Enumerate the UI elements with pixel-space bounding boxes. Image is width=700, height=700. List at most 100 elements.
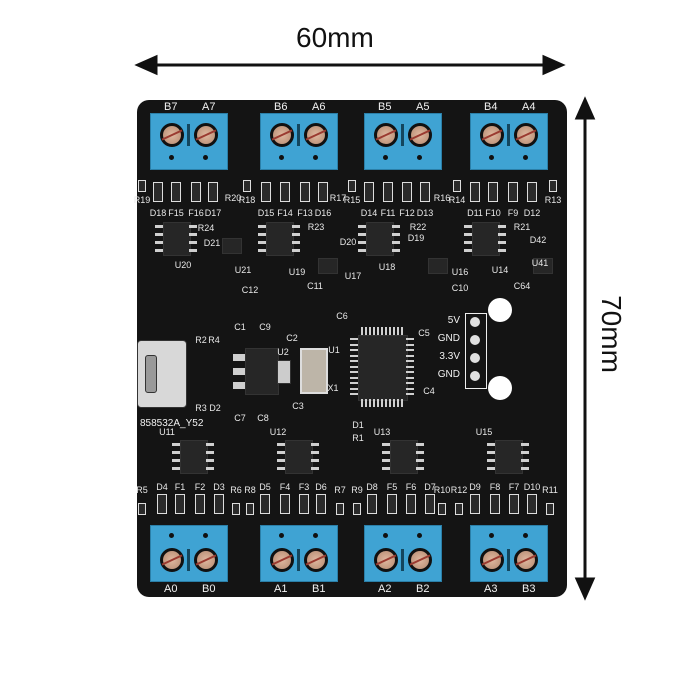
sot-chip: [318, 258, 338, 274]
regulator-tab: [277, 360, 291, 384]
terminal-label: B5: [378, 101, 392, 113]
terminal-hole: [313, 155, 318, 160]
ic-pin: [498, 241, 506, 244]
screw-icon: [270, 123, 294, 147]
terminal-hole: [489, 533, 494, 538]
silkscreen-label: D12: [523, 208, 541, 218]
smd-component: [367, 494, 377, 514]
terminal-label: A6: [312, 101, 326, 113]
mcu-pin: [406, 365, 414, 368]
smd-component: [299, 494, 309, 514]
silkscreen-label: U12: [269, 427, 287, 437]
silkscreen-label: U18: [378, 262, 396, 272]
terminal-divider: [401, 549, 404, 571]
silkscreen-label: R16: [433, 193, 451, 203]
silkscreen-label: F14: [277, 208, 293, 218]
microcontroller-chip: [358, 335, 408, 401]
header-label: GND: [437, 333, 460, 344]
silkscreen-label: D14: [360, 208, 378, 218]
terminal-label: B2: [416, 583, 430, 595]
smd-component: [509, 494, 519, 514]
silkscreen-label: R20: [224, 193, 242, 203]
screw-icon: [480, 123, 504, 147]
ic-pin: [206, 443, 214, 446]
smd-component: [153, 182, 163, 202]
terminal-hole: [383, 533, 388, 538]
ic-pin: [172, 459, 180, 462]
silkscreen-label: D18: [149, 208, 167, 218]
header-pin: [470, 353, 480, 363]
ic-pin: [382, 443, 390, 446]
silkscreen-label: U13: [373, 427, 391, 437]
header-label: 5V: [447, 315, 460, 326]
ic-chip: [163, 222, 191, 256]
ic-pin: [155, 233, 163, 236]
silkscreen-label: F15: [168, 208, 184, 218]
ic-pin: [292, 233, 300, 236]
silkscreen-label: F7: [508, 482, 520, 492]
smd-resistor: [138, 503, 146, 515]
silkscreen-label: F9: [507, 208, 519, 218]
ic-pin: [311, 451, 319, 454]
silkscreen-label: C6: [336, 311, 348, 321]
ic-chip: [390, 440, 418, 474]
silkscreen-label: D6: [315, 482, 327, 492]
silkscreen-label: D10: [523, 482, 541, 492]
terminal-label: B6: [274, 101, 288, 113]
silkscreen-label: R2: [195, 335, 207, 345]
silkscreen-label: F11: [380, 208, 396, 218]
silkscreen-label: D20: [339, 237, 357, 247]
ic-pin: [277, 459, 285, 462]
smd-resistor: [453, 180, 461, 192]
smd-resistor: [549, 180, 557, 192]
ic-pin: [416, 459, 424, 462]
silkscreen-label: U21: [234, 265, 252, 275]
silkscreen-label: R21: [513, 222, 531, 232]
smd-component: [406, 494, 416, 514]
ic-pin: [392, 241, 400, 244]
mounting-hole: [488, 298, 512, 322]
silkscreen-label: D19: [407, 233, 425, 243]
ic-pin: [487, 459, 495, 462]
silkscreen-label: R15: [343, 195, 361, 205]
mcu-pin: [369, 399, 371, 407]
mcu-pin: [365, 399, 367, 407]
mcu-pin: [401, 327, 403, 335]
terminal-divider: [507, 549, 510, 571]
ic-pin: [311, 467, 319, 470]
ic-pin: [172, 467, 180, 470]
silkscreen-label: D16: [314, 208, 332, 218]
smd-component: [280, 182, 290, 202]
terminal-label: B3: [522, 583, 536, 595]
smd-component: [175, 494, 185, 514]
smd-component: [316, 494, 326, 514]
smd-component: [488, 182, 498, 202]
mcu-pin: [406, 338, 414, 340]
mcu-pin: [373, 399, 375, 407]
silkscreen-label: C64: [513, 281, 531, 291]
screw-icon: [194, 123, 218, 147]
smd-component: [318, 182, 328, 202]
silkscreen-label: R3: [195, 403, 207, 413]
terminal-hole: [279, 533, 284, 538]
ic-pin: [416, 443, 424, 446]
smd-resistor: [353, 503, 361, 515]
smd-component: [208, 182, 218, 202]
silkscreen-label: F2: [194, 482, 206, 492]
silkscreen-label: R10: [433, 485, 451, 495]
mcu-pin: [350, 360, 358, 362]
silkscreen-label: R23: [307, 222, 325, 232]
silkscreen-label: D21: [203, 238, 221, 248]
smd-component: [425, 494, 435, 514]
ic-pin: [521, 467, 529, 470]
mcu-pin: [406, 371, 414, 373]
silkscreen-label: D5: [259, 482, 271, 492]
pin-header: [465, 313, 487, 389]
header-label: 3.3V: [439, 351, 460, 362]
silkscreen-label: U2: [277, 347, 289, 357]
mcu-pin: [377, 327, 379, 335]
silkscreen-label: R4: [208, 335, 220, 345]
mcu-pin: [406, 387, 414, 390]
